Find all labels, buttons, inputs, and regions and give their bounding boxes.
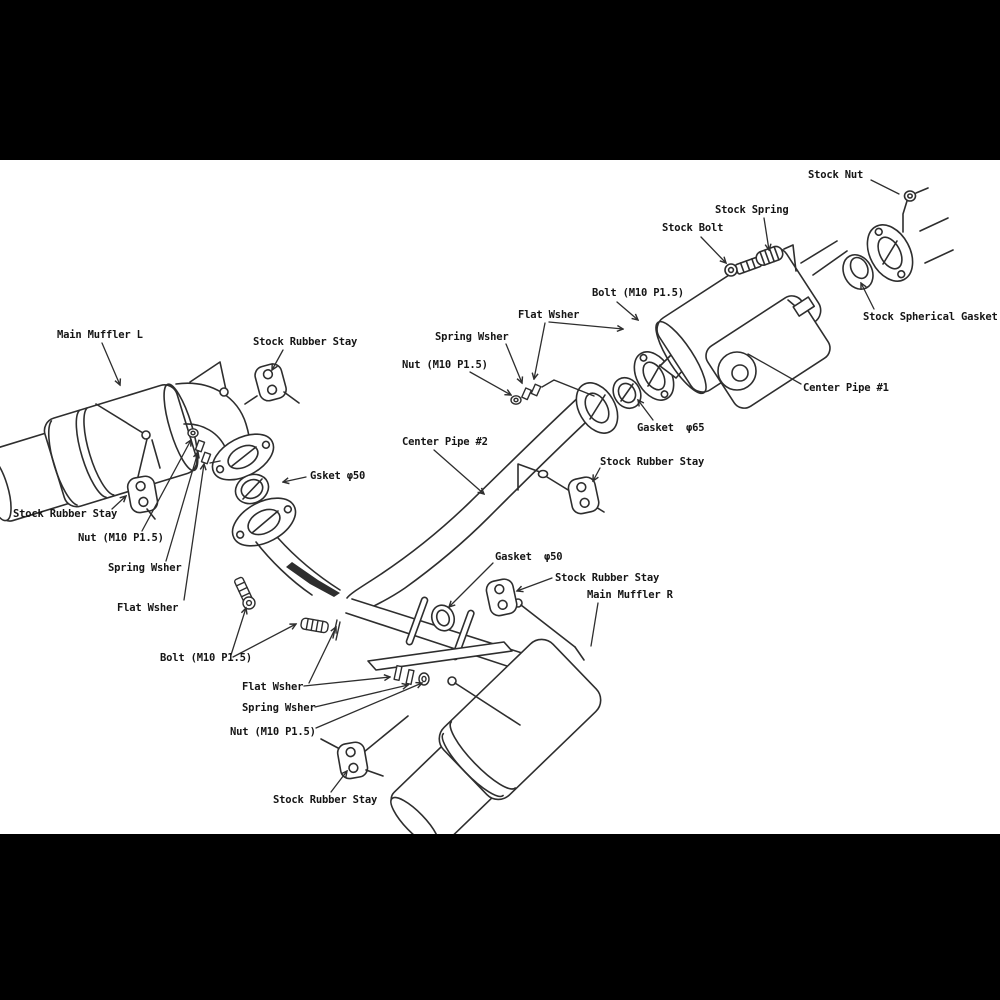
label-main-muffler-r: Main Muffler R (587, 589, 673, 601)
leader-nut-upper (469, 371, 511, 395)
stock-rubber-stay-mid-part (485, 578, 518, 617)
leader-center-pipe-1 (747, 353, 802, 385)
letterbox-bottom (0, 834, 1000, 1000)
label-center-pipe-2: Center Pipe #2 (402, 436, 488, 448)
leader-stay-upper-left (272, 349, 284, 370)
muffler-l-hanger-rod (95, 403, 144, 434)
label-gsket-50: Gsket φ50 (310, 470, 366, 482)
label-nut-m10-upper: Nut (M10 P1.5) (402, 359, 488, 371)
leader-spring-wsher-lower (314, 685, 408, 708)
label-gasket-65: Gasket φ65 (637, 422, 705, 434)
stock-rubber-stay-upper-left-part (244, 363, 300, 405)
label-bolt-m10-upper: Bolt (M10 P1.5) (592, 287, 684, 299)
label-stock-rubber-stay-left: Stock Rubber Stay (13, 508, 118, 520)
leader-flat-wsher-upper-b (534, 322, 546, 379)
bolt-left-part (234, 576, 256, 610)
leader-spring-wsher-upper (505, 343, 522, 383)
leader-flat-wsher-lower-b (308, 627, 336, 684)
leader-spring-wsher-left (165, 452, 198, 562)
label-flat-wsher-upper: Flat Wsher (518, 309, 580, 321)
label-stock-bolt: Stock Bolt (662, 222, 724, 234)
label-flat-wsher-left: Flat Wsher (117, 602, 179, 614)
main-muffler-r (363, 598, 602, 848)
stock-nut-part (902, 187, 929, 233)
leader-flat-wsher-lower-a (303, 677, 390, 687)
main-muffler-l (0, 383, 199, 522)
muffler-r-inlet-flange (367, 604, 513, 671)
leader-gasket-65 (638, 400, 654, 421)
label-spring-wsher-lower: Spring Wsher (242, 702, 316, 714)
label-gasket-50: Gasket φ50 (495, 551, 563, 563)
leader-stock-nut (870, 179, 900, 195)
leader-stay-mid (517, 577, 553, 591)
leader-lines (101, 179, 900, 793)
leader-main-muffler-l (101, 342, 120, 385)
leader-stay-bottom (330, 771, 347, 793)
label-stock-rubber-stay-bottom: Stock Rubber Stay (273, 794, 378, 806)
label-flat-wsher-lower: Flat Wsher (242, 681, 304, 693)
leader-stay-left (111, 496, 126, 510)
leader-bolt-upper (616, 301, 638, 320)
bolt-lower-part (300, 617, 341, 641)
muffler-r-hanger-rod-ball (447, 676, 457, 686)
leader-flat-wsher-upper-a (548, 321, 623, 329)
gsket-50-ring (234, 473, 270, 505)
stock-spring-part (755, 244, 797, 272)
center-pipe-2-hook (517, 463, 541, 491)
label-stock-spherical-gasket: Stock Spherical Gasket (863, 311, 998, 323)
stock-rubber-stay-bottom-part (320, 738, 384, 780)
stock-rubber-stay-mid-right-part (567, 476, 600, 515)
label-main-muffler-l: Main Muffler L (57, 329, 143, 341)
hardware-stack-upper (510, 379, 595, 405)
leader-stock-spherical-gasket (861, 283, 875, 310)
label-spring-wsher-left: Spring Wsher (108, 562, 182, 574)
leader-nut-lower (315, 683, 422, 729)
leader-nut-left (141, 440, 191, 532)
label-nut-m10-lower: Nut (M10 P1.5) (230, 726, 316, 738)
label-spring-wsher-upper: Spring Wsher (435, 331, 509, 343)
leader-gsket-50 (283, 476, 307, 482)
leader-stay-mid-right (593, 467, 601, 481)
label-stock-spring: Stock Spring (715, 204, 789, 216)
leader-bolt-left-b (232, 624, 296, 658)
leader-stock-bolt (700, 236, 726, 263)
label-stock-rubber-stay-mid-right: Stock Rubber Stay (600, 456, 705, 468)
label-nut-m10-left: Nut (M10 P1.5) (78, 532, 164, 544)
leader-bolt-left-a (230, 608, 246, 656)
label-stock-rubber-stay-mid: Stock Rubber Stay (555, 572, 660, 584)
leader-center-pipe-2 (433, 449, 484, 494)
center-pipe-1 (655, 187, 954, 409)
leader-main-muffler-r (590, 602, 599, 647)
leader-stock-spring (763, 217, 769, 250)
letterbox-top (0, 0, 1000, 160)
label-bolt-m10-left: Bolt (M10 P1.5) (160, 652, 252, 664)
leader-gasket-50 (449, 562, 494, 607)
label-center-pipe-1: Center Pipe #1 (803, 382, 889, 394)
leader-flat-wsher-left (183, 464, 204, 601)
hardware-stack-lower (393, 664, 430, 686)
muffler-l-elbow-hanger (189, 361, 227, 391)
stock-rubber-stay-left-part (126, 475, 159, 520)
label-stock-nut: Stock Nut (808, 169, 864, 181)
label-stock-rubber-stay-upper-left: Stock Rubber Stay (253, 336, 358, 348)
gasket-65-ring (612, 376, 642, 410)
flange-b (231, 497, 297, 547)
